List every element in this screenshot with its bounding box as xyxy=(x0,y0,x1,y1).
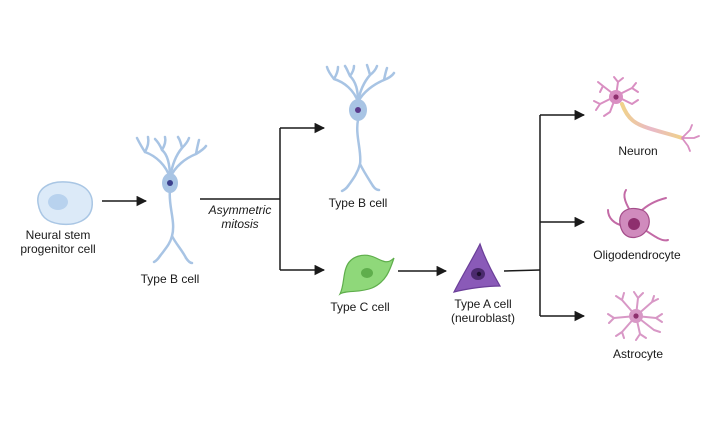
astrocyte-cell xyxy=(607,291,663,341)
type-a-cell xyxy=(452,242,502,293)
label-type-a-line1: Type A cell xyxy=(454,297,512,311)
label-asymmetric-mitosis: Asymmetric mitosis xyxy=(200,203,280,231)
label-oligodendrocyte: Oligodendrocyte xyxy=(593,248,681,262)
neuron-cell xyxy=(593,76,700,152)
label-mitosis-line1: Asymmetric xyxy=(208,203,272,217)
label-neural-stem-progenitor-cell: Neural stem progenitor cell xyxy=(14,228,102,256)
connector-a-to-branch xyxy=(503,269,541,272)
label-type-a-line2: (neuroblast) xyxy=(450,311,516,325)
neural-stem-cell xyxy=(37,181,93,226)
label-type-a-cell: Type A cell (neuroblast) xyxy=(438,297,528,325)
oligodendrocyte-cell xyxy=(607,189,669,242)
type-c-cell xyxy=(338,254,395,296)
label-type-b-cell-left: Type B cell xyxy=(140,272,200,286)
label-type-c-cell: Type C cell xyxy=(330,300,390,314)
label-neural-stem-line1: Neural stem xyxy=(25,228,91,242)
label-neural-stem-line2: progenitor cell xyxy=(20,242,96,256)
label-type-b-cell-right: Type B cell xyxy=(328,196,388,210)
type-b-cell-right xyxy=(325,63,396,193)
label-neuron: Neuron xyxy=(618,144,658,158)
label-mitosis-line2: mitosis xyxy=(221,217,259,231)
label-astrocyte: Astrocyte xyxy=(612,347,663,361)
type-b-cell-left xyxy=(135,135,208,265)
